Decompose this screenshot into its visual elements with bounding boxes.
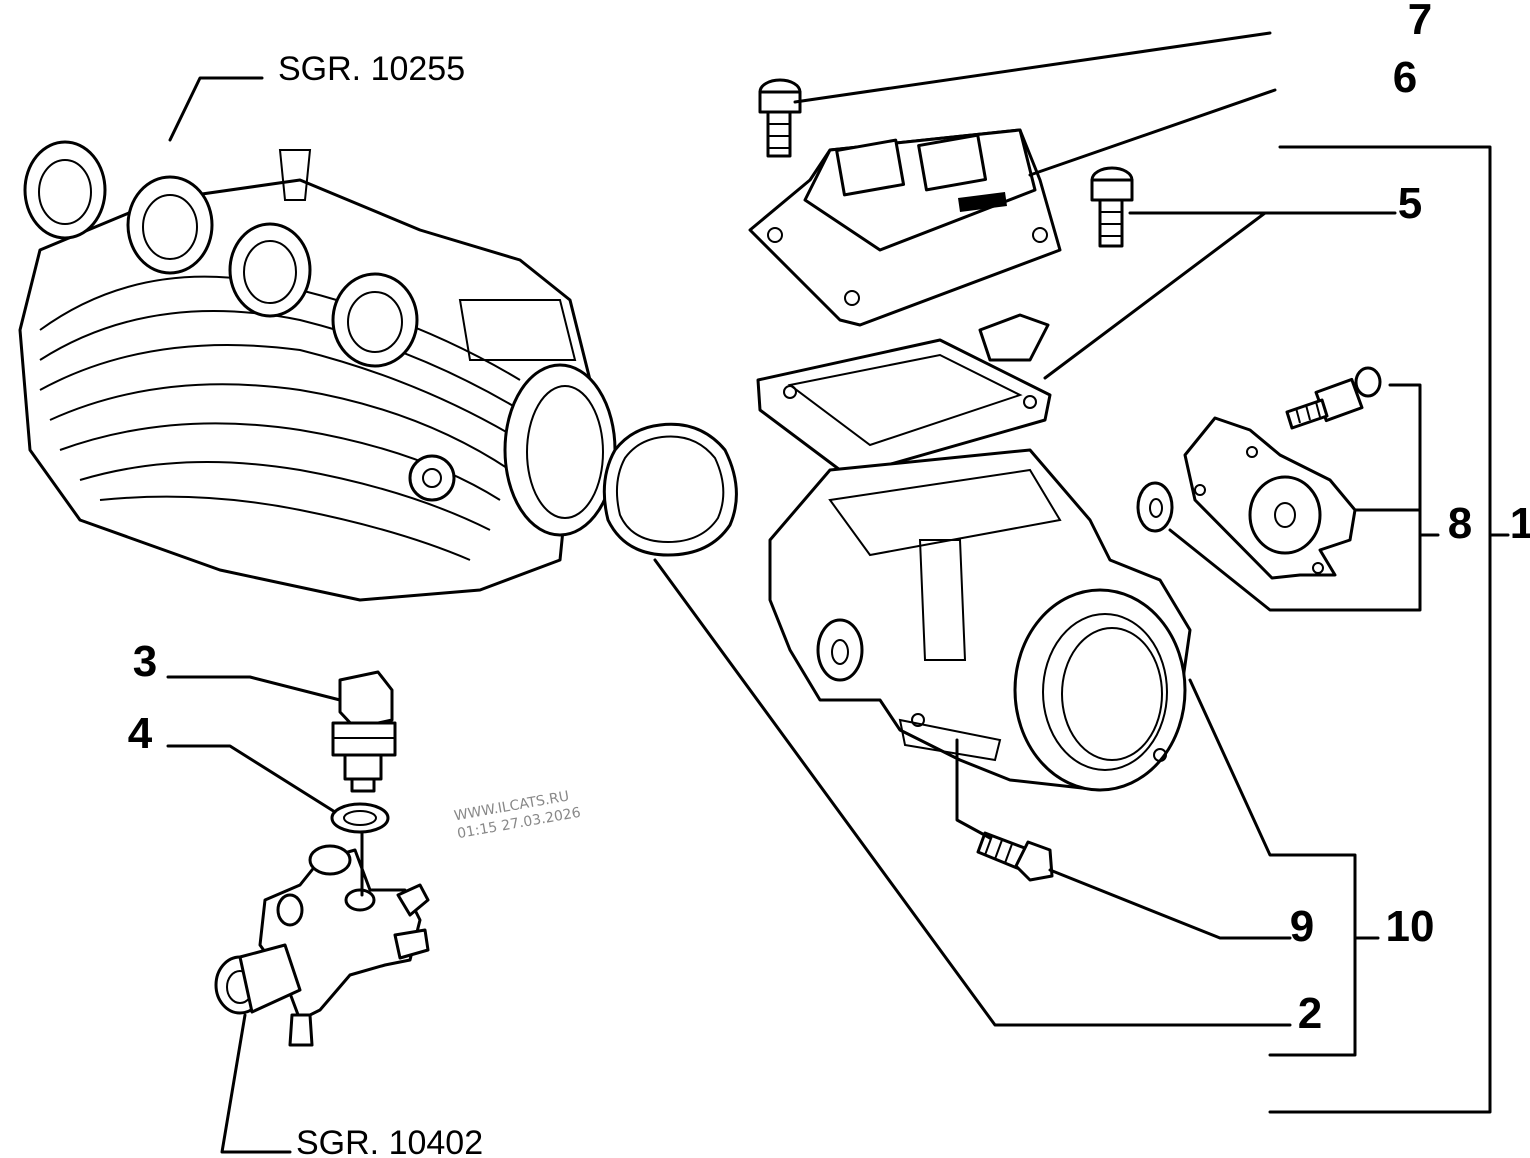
intake-manifold[interactable]	[18, 140, 617, 602]
control-unit-gasket[interactable]	[756, 313, 1052, 497]
reference-label-lower[interactable]: SGR. 10402	[296, 1124, 483, 1158]
callout-5: 5	[1398, 179, 1422, 228]
washer-8[interactable]	[1136, 481, 1174, 533]
screw-7[interactable]	[758, 78, 802, 158]
leader-lines	[166, 31, 1510, 1154]
callout-1: 1	[1510, 499, 1530, 548]
callout-7: 7	[1408, 0, 1432, 44]
callout-8: 8	[1448, 499, 1472, 548]
control-unit[interactable]	[748, 128, 1062, 327]
coolant-fitting[interactable]	[214, 844, 430, 1047]
throttle-body[interactable]	[768, 448, 1192, 792]
callout-6: 6	[1393, 53, 1417, 102]
screw-8[interactable]	[1285, 366, 1382, 430]
temperature-sensor[interactable]	[331, 670, 397, 793]
callout-2: 2	[1298, 989, 1322, 1038]
watermark: WWW.ILCATS.RU 01:15 27.03.2026	[453, 788, 582, 842]
reference-label-upper[interactable]: SGR. 10255	[278, 50, 465, 88]
callout-9: 9	[1290, 902, 1314, 951]
callout-4: 4	[128, 709, 153, 758]
throttle-position-sensor[interactable]	[1183, 416, 1357, 580]
callout-10: 10	[1386, 902, 1435, 951]
washer-4[interactable]	[330, 802, 390, 834]
screw-5[interactable]	[1090, 166, 1134, 248]
throttle-body-gasket[interactable]	[602, 422, 738, 557]
callout-3: 3	[133, 637, 157, 686]
bolt-9[interactable]	[976, 831, 1054, 882]
